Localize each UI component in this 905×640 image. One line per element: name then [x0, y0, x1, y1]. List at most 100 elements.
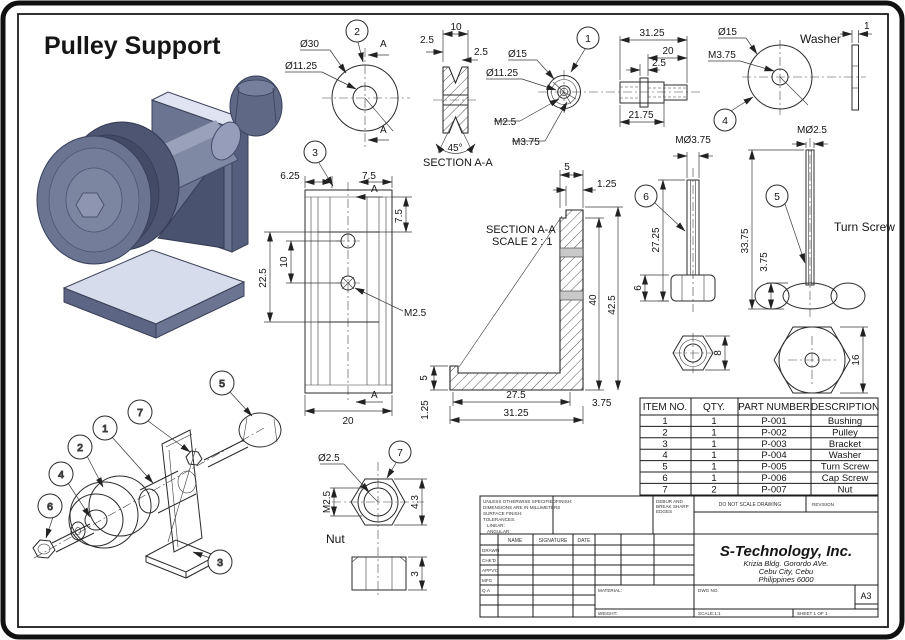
bom-header-item: ITEM NO.	[643, 402, 687, 413]
svg-text:2: 2	[662, 427, 667, 438]
cap-screw-top-view: 8	[672, 333, 730, 373]
dim-sect-375: 3.75	[592, 398, 612, 409]
svg-text:1: 1	[711, 416, 716, 427]
dim-groove-right: 2.5	[474, 47, 488, 58]
row-label-drawn: DRAWN	[482, 548, 499, 553]
dim-sect-5: 5	[564, 162, 570, 173]
nut-detail-view: Ø2.5 7 M2.5 4.3 Nut 3	[318, 440, 427, 598]
exploded-balloon-7: 7	[137, 407, 143, 419]
svg-text:Cap Screw: Cap Screw	[822, 473, 869, 484]
dim-bracket-75top: 7.5	[362, 171, 376, 182]
dim-bushing-flange: 2.5	[652, 58, 666, 69]
spec-line: DIMENSIONS ARE IN MILLIMETERS	[483, 505, 560, 510]
balloon-2: 2	[354, 26, 360, 38]
spec-line: SURFACE FINISH:	[483, 511, 522, 516]
balloon-6: 6	[643, 191, 649, 203]
dim-bushing-m375: M3.75	[512, 137, 540, 148]
svg-text:1: 1	[711, 450, 716, 461]
date-col-label: DATE	[578, 538, 592, 544]
svg-text:P-006: P-006	[761, 473, 786, 484]
page-title: Pulley Support	[44, 32, 221, 60]
dim-sect-footthk: 1.25	[420, 400, 431, 420]
balloon-5: 5	[774, 191, 780, 203]
do-not-scale-label: DO NOT SCALE DRAWING	[719, 502, 782, 508]
dim-capscrew-length: 27.25	[651, 227, 662, 252]
exploded-balloon-6: 6	[47, 501, 53, 513]
bom-header-desc: DESCRIPTION	[811, 402, 879, 413]
finish-label: FINISH:	[556, 499, 572, 504]
washer-label: Washer	[800, 32, 841, 46]
weight-label: WEIGHT:	[598, 611, 617, 616]
svg-text:P-002: P-002	[761, 427, 786, 438]
exploded-balloon-5: 5	[219, 378, 225, 390]
company-address: Philippines 6000	[758, 575, 814, 584]
exploded-view: 5 7 1 2 4 6 3	[32, 370, 282, 579]
cap-screw-view: MØ3.75 6 27.25 6	[633, 135, 716, 312]
svg-text:P-004: P-004	[761, 450, 786, 461]
svg-text:P-005: P-005	[761, 462, 786, 473]
signature-col-label: SIGNATURE	[539, 538, 568, 544]
scale-label: SCALE:1:1	[698, 611, 721, 616]
balloon-1: 1	[585, 33, 591, 45]
dim-washer-od: Ø15	[718, 27, 737, 38]
row-label-appvd: APPV'D	[482, 568, 499, 573]
bracket-section-a-top: A	[371, 184, 378, 195]
bushing-end-view: 1 Ø15 Ø11.25 M2.5 M3.75	[486, 26, 700, 148]
spec-line: LINEAR:	[487, 523, 505, 528]
svg-text:3: 3	[662, 439, 667, 450]
svg-text:1: 1	[662, 416, 667, 427]
svg-text:Nut: Nut	[838, 484, 853, 495]
dim-bushing-2175: 21.75	[628, 110, 653, 121]
dim-sect-foot: 5	[419, 375, 430, 381]
sheet-size-label: A3	[860, 591, 871, 601]
bracket-front-view: 6.25 7.5 A 7.5 22.5 10 M2.5 20 A 3	[258, 140, 427, 427]
section-letter-a1: A	[380, 39, 387, 50]
dim-nut-thread: M2.5	[322, 490, 333, 513]
dim-nut-dia: Ø2.5	[318, 453, 340, 464]
section-aa-scale-caption: SECTION A-A	[486, 224, 556, 236]
dim-capscrew-af: 8	[713, 350, 724, 356]
dim-pulley-bore: Ø11.25	[285, 61, 317, 72]
debur-label: DEBUR AND	[656, 499, 683, 504]
exploded-balloon-3: 3	[217, 557, 223, 569]
svg-text:P-007: P-007	[761, 484, 786, 495]
svg-text:6: 6	[662, 473, 667, 484]
dim-bracket-75right: 7.5	[394, 209, 405, 223]
dim-bracket-m25: M2.5	[404, 308, 427, 319]
dim-bracket-20: 20	[342, 416, 354, 427]
dwg-no-label: DWG NO.	[698, 588, 719, 593]
row-label-chkd: CHK'D	[482, 558, 497, 563]
balloon-7: 7	[397, 447, 403, 459]
company-address: Cebu City, Cebu	[759, 567, 814, 576]
section-letter-a2: A	[380, 125, 387, 136]
dim-sect-275: 27.5	[506, 390, 526, 401]
dim-bushing-m25: M2.5	[494, 117, 517, 128]
spec-line: UNLESS OTHERWISE SPECIFIED:	[483, 499, 557, 504]
dim-sect-3125: 31.25	[503, 408, 528, 419]
spec-line: TOLERANCES:	[483, 517, 515, 522]
dim-turnscrew-length: 33.75	[740, 228, 751, 253]
debur-label: EDGES	[656, 509, 672, 514]
svg-text:2: 2	[711, 484, 716, 495]
svg-text:P-003: P-003	[761, 439, 786, 450]
section-aa-caption: SECTION A-A	[423, 157, 493, 169]
turn-screw-view: MØ2.5 5 Turn Screw 33.75 3.75	[740, 125, 895, 320]
dim-capscrew-thread: MØ3.75	[675, 135, 711, 146]
dim-sect-125: 1.25	[597, 179, 617, 190]
svg-text:P-001: P-001	[761, 416, 786, 427]
dim-bushing-overall: 31.25	[639, 28, 664, 39]
svg-text:Turn Screw: Turn Screw	[821, 462, 869, 473]
dim-sect-425: 42.5	[607, 295, 618, 315]
company-name: S-Technology, Inc.	[720, 543, 852, 560]
spec-line: ANGULAR:	[487, 529, 511, 534]
dim-washer-thread: M3.75	[708, 50, 736, 61]
section-scale-caption: SCALE 2 : 1	[492, 236, 553, 248]
dim-turnscrew-thread: MØ2.5	[797, 125, 827, 136]
bom-header-qty: QTY.	[703, 402, 725, 413]
